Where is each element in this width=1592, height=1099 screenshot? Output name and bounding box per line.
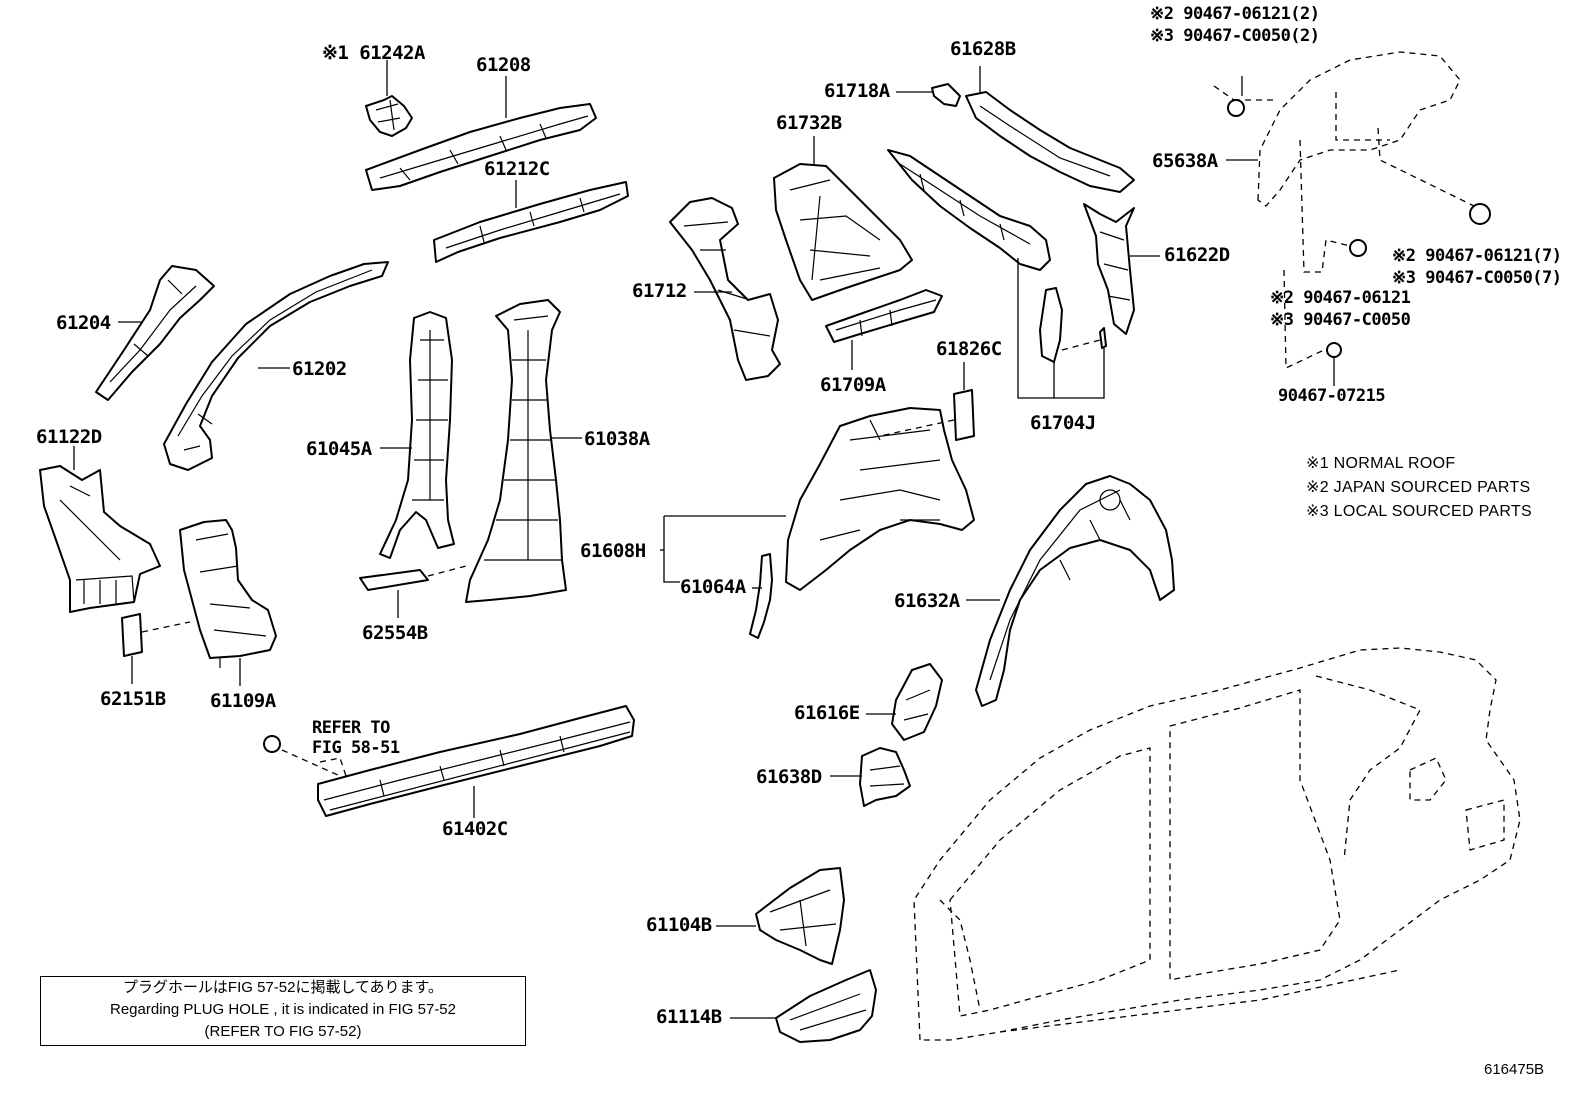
figure-code: 616475B: [1484, 1061, 1545, 1078]
label-61212c: 61212C: [484, 158, 550, 180]
plug-hole-note-en: Regarding PLUG HOLE , it is indicated in…: [110, 1001, 456, 1018]
part-61632a-shape: [966, 475, 1175, 707]
refer-fig-label: FIG 58-51: [312, 738, 400, 758]
label-61712: 61712: [632, 280, 687, 302]
part-61732b-shape: [773, 136, 913, 301]
part-61045a-shape: [379, 311, 455, 559]
label-61064a: 61064A: [680, 576, 746, 598]
label-65638a: 65638A: [1152, 150, 1218, 172]
label-61718a: 61718A: [824, 80, 890, 102]
part-61212c-shape: [433, 180, 629, 263]
part-61718a-shape: [896, 83, 961, 107]
label-61208: 61208: [476, 54, 531, 76]
label-61732b: 61732B: [776, 112, 842, 134]
body-side-assembly: [913, 647, 1521, 1041]
clip-top-line2: ※3 90467-C0050(2): [1150, 26, 1320, 46]
label-61608h: 61608H: [580, 540, 646, 562]
part-61202-shape: [163, 261, 389, 471]
note-local-sourced: ※3 LOCAL SOURCED PARTS: [1306, 503, 1532, 520]
part-61204-shape: [95, 265, 215, 401]
part-61064a-shape: [749, 553, 773, 639]
clip-right-line2: ※3 90467-C0050(7): [1392, 268, 1562, 288]
label-61202: 61202: [292, 358, 347, 380]
label-61242a: ※1 61242A: [322, 42, 425, 64]
plug-hole-note-ref: (REFER TO FIG 57-52): [204, 1023, 362, 1040]
plug-hole-note-box: プラグホールはFIG 57-52に掲載してあります。 Regarding PLU…: [40, 976, 526, 1046]
part-61109a-shape: [179, 519, 277, 686]
refer-to-label: REFER TO: [312, 718, 390, 738]
label-90467-07215: 90467-07215: [1278, 386, 1386, 406]
label-61104b: 61104B: [646, 914, 712, 936]
label-61622d: 61622D: [1164, 244, 1230, 266]
label-62151b: 62151B: [100, 688, 166, 710]
clip-right-line1: ※2 90467-06121(7): [1392, 246, 1562, 266]
part-61709a-shape: [825, 289, 943, 370]
part-61114b-shape: [730, 969, 877, 1043]
clip-mid-line2: ※3 90467-C0050: [1270, 310, 1411, 330]
label-61038a: 61038A: [584, 428, 650, 450]
part-62554b-shape: [359, 565, 467, 618]
label-61109a: 61109A: [210, 690, 276, 712]
part-65638a-shape: [1213, 51, 1491, 386]
label-62554b: 62554B: [362, 622, 428, 644]
part-61616e-shape: [866, 663, 943, 741]
label-61638d: 61638D: [756, 766, 822, 788]
part-61608h-shape: [660, 407, 975, 591]
label-61204: 61204: [56, 312, 111, 334]
part-61242a-shape: [365, 60, 413, 137]
refer-bolt: [263, 735, 347, 777]
clip-top-line1: ※2 90467-06121(2): [1150, 4, 1320, 24]
label-61616e: 61616E: [794, 702, 860, 724]
part-61122d-shape: [39, 446, 161, 613]
label-61826c: 61826C: [936, 338, 1002, 360]
part-61402c-shape: [317, 705, 635, 818]
label-61709a: 61709A: [820, 374, 886, 396]
note-japan-sourced: ※2 JAPAN SOURCED PARTS: [1306, 479, 1531, 496]
note-normal-roof: ※1 NORMAL ROOF: [1306, 455, 1456, 472]
part-61622d-shape: [1083, 203, 1160, 335]
label-61045a: 61045A: [306, 438, 372, 460]
part-61712-shape: [669, 197, 781, 381]
label-61704j: 61704J: [1030, 412, 1096, 434]
label-61114b: 61114B: [656, 1006, 722, 1028]
part-61704j-shape: [887, 149, 1107, 399]
part-61628b-shape: [965, 66, 1135, 193]
label-61632a: 61632A: [894, 590, 960, 612]
clip-mid-line1: ※2 90467-06121: [1270, 288, 1411, 308]
part-62151b-shape: [121, 613, 191, 684]
plug-hole-note-jp: プラグホールはFIG 57-52に掲載してあります。: [122, 979, 444, 996]
label-61122d: 61122D: [36, 426, 102, 448]
label-61628b: 61628B: [950, 38, 1016, 60]
part-61038a-shape: [465, 299, 582, 603]
part-61638d-shape: [830, 747, 911, 807]
part-61104b-shape: [716, 867, 845, 965]
part-61208-shape: [365, 76, 597, 191]
part-61826c-shape: [879, 362, 975, 441]
label-61402c: 61402C: [442, 818, 508, 840]
